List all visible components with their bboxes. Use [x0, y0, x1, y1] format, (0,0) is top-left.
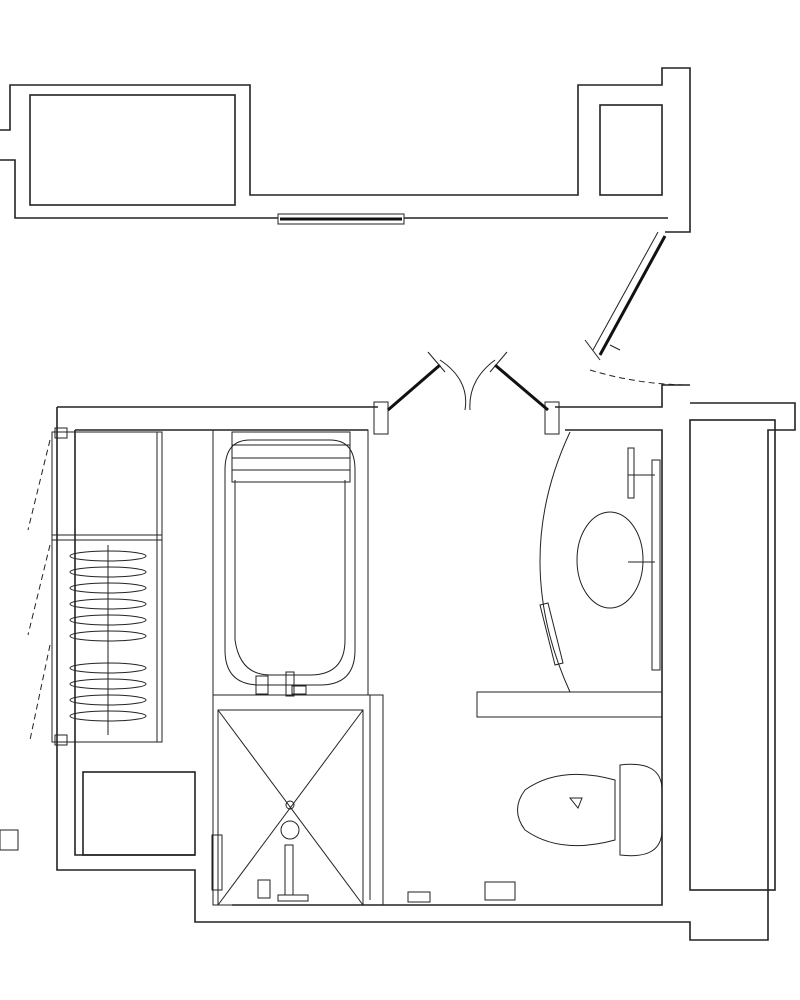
window-top [277, 213, 405, 225]
double-door [387, 351, 549, 412]
closet [27, 427, 163, 746]
upper-room-walls [0, 67, 691, 233]
vanity [476, 431, 663, 718]
shower [211, 694, 384, 906]
toilet [517, 763, 663, 857]
floor-fixtures [0, 829, 516, 903]
hangers [69, 550, 147, 722]
bathroom-walls [56, 384, 796, 941]
towel-rack [231, 431, 351, 483]
bathtub [212, 429, 369, 697]
angled-door [584, 231, 691, 386]
